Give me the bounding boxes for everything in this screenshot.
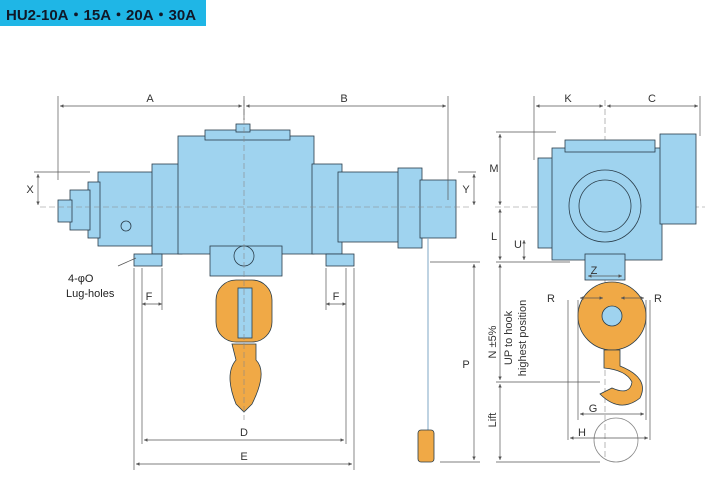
dim-h: H [578,427,586,439]
dim-y: Y [462,184,470,196]
dim-g: G [589,403,598,415]
dim-lift: Lift [487,413,499,428]
front-view [57,123,457,463]
dim-e: E [240,451,247,463]
dim-b: B [340,93,347,105]
dim-p: P [462,359,469,371]
title-bar: HU2-10A・15A・20A・30A [0,0,206,26]
note-up-to-hook: UP to hook [503,310,515,365]
page-title: HU2-10A・15A・20A・30A [6,7,197,24]
dim-z: Z [591,265,598,277]
pendant-switch [417,429,435,463]
dim-k: K [564,93,572,105]
dim-l: L [491,231,497,243]
side-view [537,133,697,463]
dim-c: C [648,93,656,105]
lug-holes-label: Lug-holes [66,288,115,300]
dim-d: D [240,427,248,439]
dim-r-right: R [654,293,662,305]
main-body [177,135,315,255]
dim-r-left: R [547,293,555,305]
dim-f-left: F [146,291,153,303]
hook-front [229,343,262,413]
dim-f-right: F [333,291,340,303]
note-highest-position: highest position [517,300,529,376]
dim-x: X [26,184,34,196]
side-hook [599,349,643,406]
dim-a: A [146,93,154,105]
dim-u: U [514,239,522,251]
dim-n-tolerance: N ±5% [487,325,499,358]
lug-hole-count: 4-φO [68,273,94,285]
gear-box [97,171,157,247]
dim-m: M [489,163,498,175]
